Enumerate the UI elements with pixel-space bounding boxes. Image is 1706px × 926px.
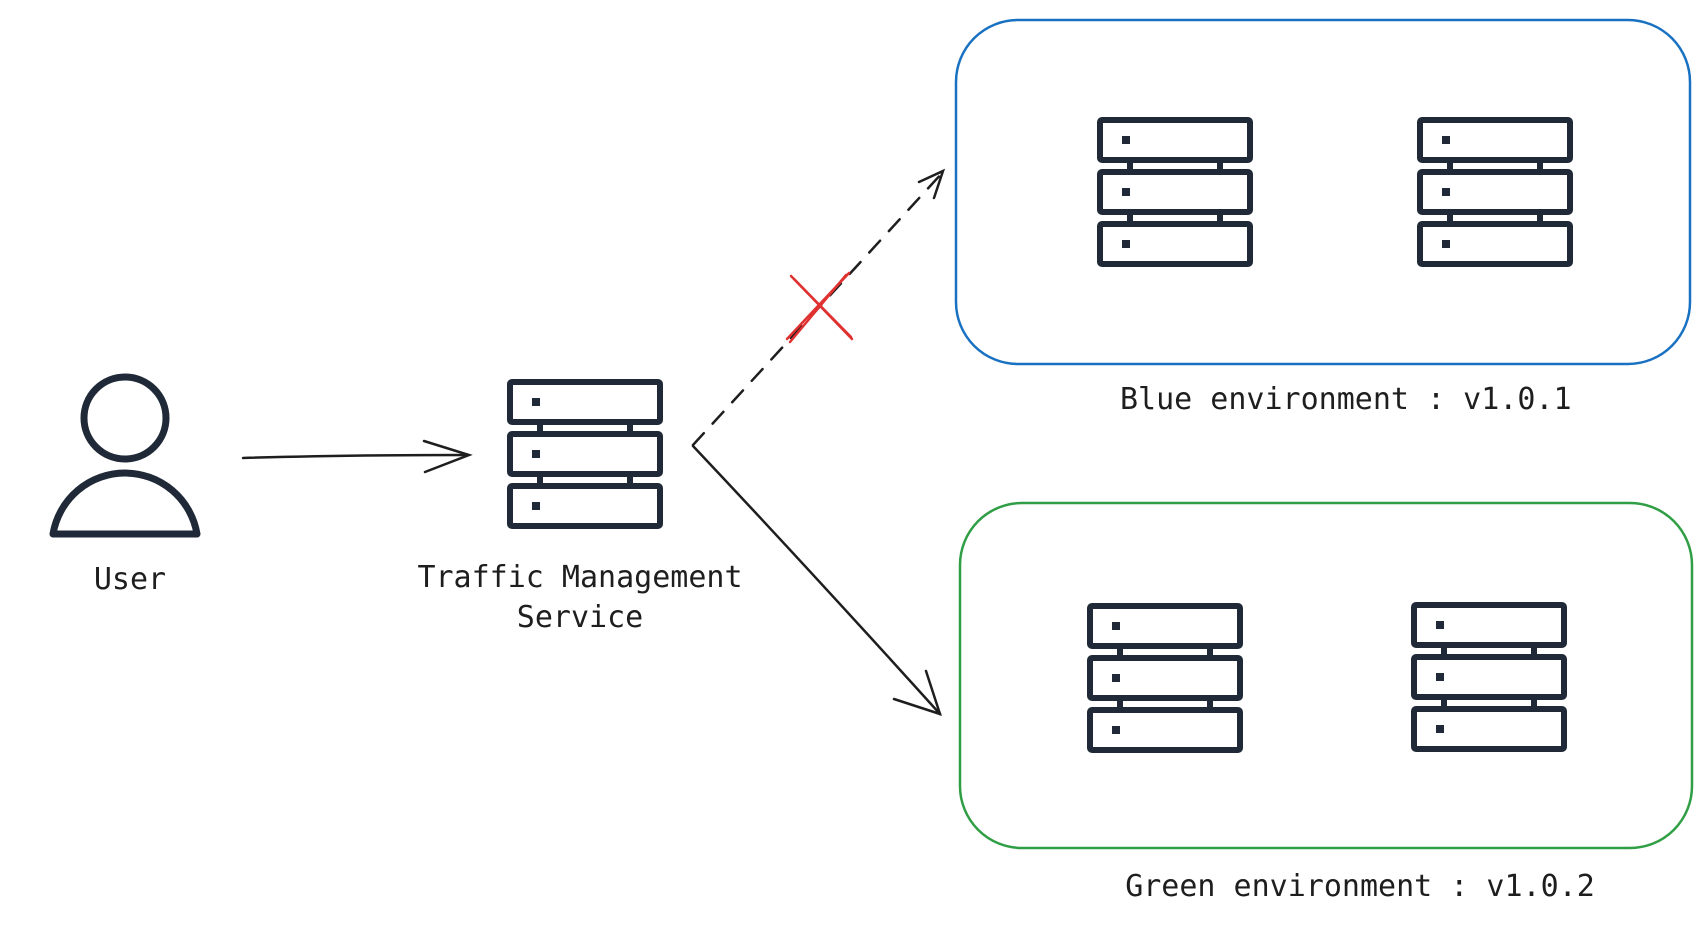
blue-environment-label: Blue environment : v1.0.1 bbox=[1120, 382, 1572, 417]
green-server-1-icon bbox=[1090, 606, 1240, 750]
green-environment-box bbox=[958, 501, 1694, 850]
traffic-service-label: Traffic Management Service bbox=[417, 560, 743, 635]
blocked-x-icon bbox=[785, 271, 854, 344]
blue-server-2-icon bbox=[1420, 120, 1570, 264]
green-environment-label: Green environment : v1.0.2 bbox=[1125, 869, 1595, 904]
traffic-service-server-icon bbox=[510, 382, 660, 526]
user-label: User bbox=[93, 562, 167, 597]
blue-environment-box bbox=[954, 18, 1692, 366]
blue-server-1-icon bbox=[1100, 120, 1250, 264]
green-server-2-icon bbox=[1414, 605, 1564, 749]
edge-traffic-to-green bbox=[691, 444, 942, 716]
user-icon bbox=[49, 373, 201, 538]
edge-user-to-traffic-service bbox=[241, 439, 473, 474]
